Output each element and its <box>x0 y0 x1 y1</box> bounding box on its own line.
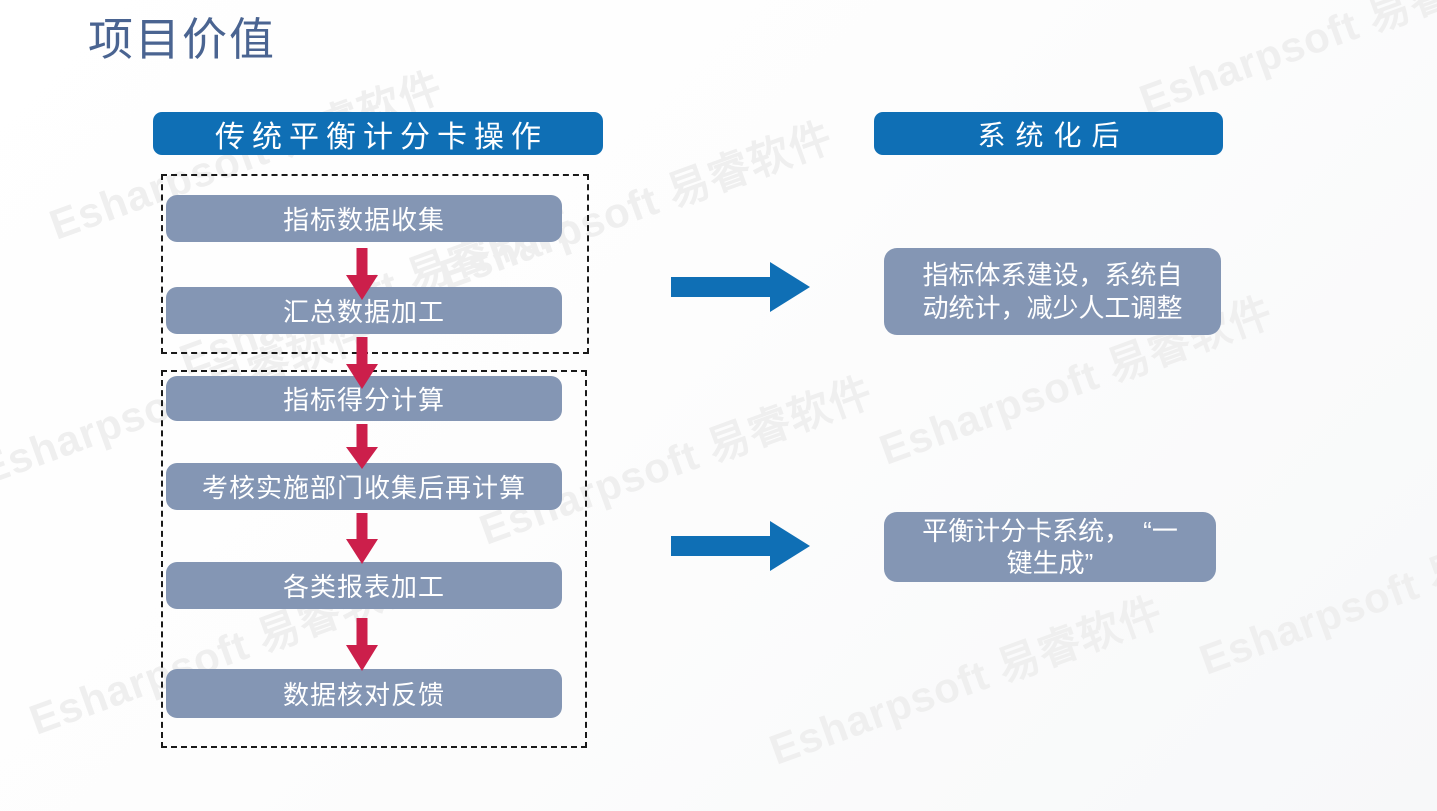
column-header-left: 传统平衡计分卡操作 <box>153 112 603 155</box>
process-step-box[interactable]: 数据核对反馈 <box>166 669 562 718</box>
watermark-text: Esharpsoft 易睿软件 <box>1193 497 1437 684</box>
down-arrow-icon <box>339 513 385 565</box>
process-step-box[interactable]: 指标数据收集 <box>166 195 562 242</box>
result-box[interactable]: 指标体系建设，系统自 动统计，减少人工调整 <box>884 248 1221 335</box>
result-line-1: 平衡计分卡系统， “一 <box>922 515 1178 546</box>
watermark-text: Esharpsoft 易睿软件 <box>763 587 1169 774</box>
result-line-2: 键生成” <box>1006 548 1094 578</box>
column-header-right: 系统化后 <box>874 112 1223 155</box>
down-arrow-icon <box>339 337 385 390</box>
down-arrow-icon <box>339 248 385 301</box>
result-line-2: 动统计，减少人工调整 <box>922 292 1183 323</box>
page-title: 项目价值 <box>88 14 277 65</box>
process-step-box[interactable]: 考核实施部门收集后再计算 <box>166 463 562 510</box>
process-step-box[interactable]: 各类报表加工 <box>166 562 562 609</box>
right-arrow-icon <box>671 521 811 571</box>
result-line-1: 指标体系建设，系统自 <box>922 260 1183 290</box>
process-group-bottom <box>161 370 587 748</box>
right-arrow-icon <box>671 262 811 312</box>
down-arrow-icon <box>339 618 385 672</box>
result-box[interactable]: 平衡计分卡系统， “一 键生成” <box>884 512 1216 582</box>
watermark-text: Esharpsoft 易睿软件 <box>1133 0 1437 124</box>
down-arrow-icon <box>339 424 385 470</box>
process-group-top <box>161 174 589 354</box>
